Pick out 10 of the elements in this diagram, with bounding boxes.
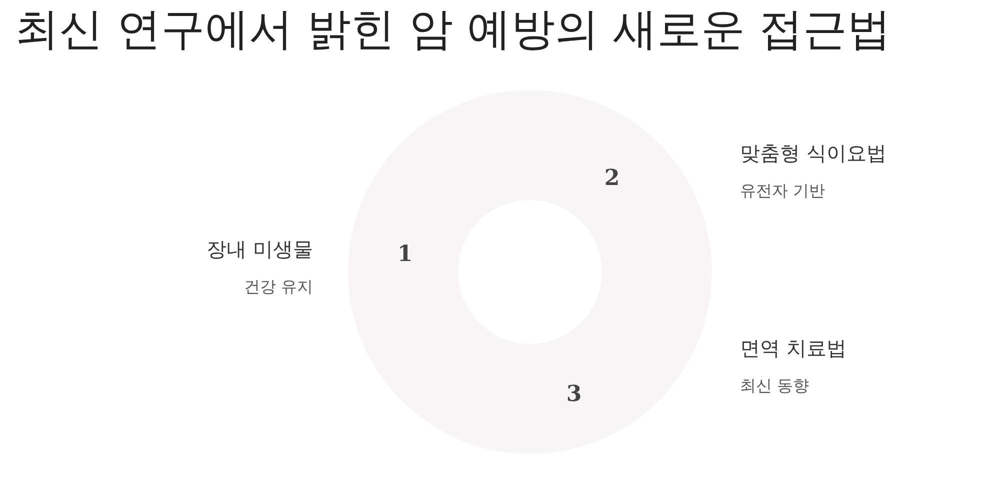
segment-number: 1	[397, 240, 413, 267]
segment-number: 2	[604, 165, 620, 191]
segment-subtitle: 건강 유지	[244, 276, 313, 298]
segment-subtitle: 최신 동향	[740, 375, 810, 397]
segment-number: 3	[566, 381, 582, 407]
segment-heading: 면역 치료법	[740, 335, 846, 361]
segment-heading: 맞춤형 식이요법	[740, 140, 886, 166]
title: 최신 연구에서 밝힌 암 예방의 새로운 접근법	[15, 3, 891, 57]
segment-heading: 장내 미생물	[206, 236, 313, 262]
segment-subtitle: 유전자 기반	[740, 180, 826, 202]
